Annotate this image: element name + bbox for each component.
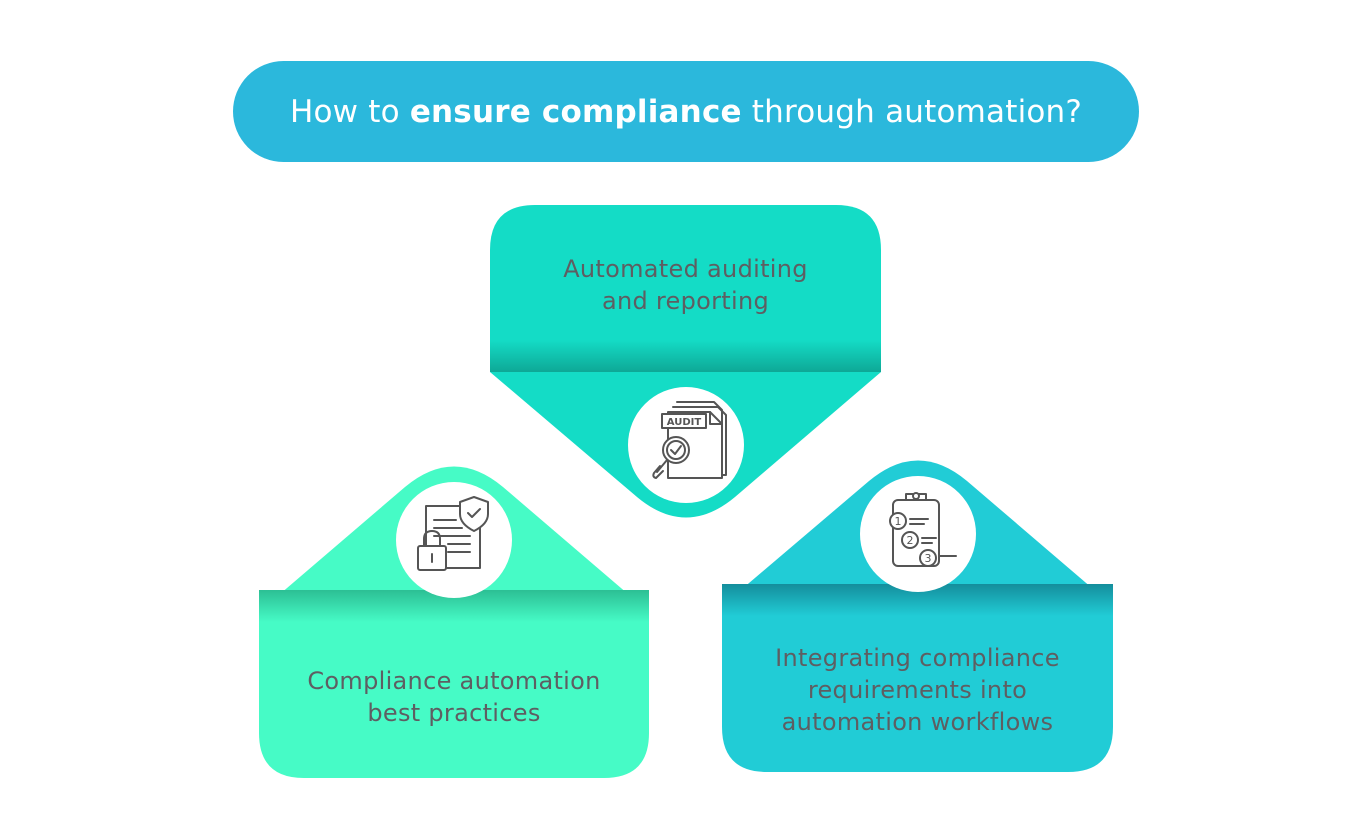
card-top-line-2: and reporting bbox=[601, 287, 770, 315]
card-top-fold bbox=[490, 340, 881, 372]
checklist-number-2: 2 bbox=[907, 534, 914, 547]
card-left-line-1: Compliance automation bbox=[307, 667, 601, 695]
audit-document-icon: AUDIT bbox=[652, 401, 727, 479]
card-left-body bbox=[259, 622, 649, 778]
audit-label: AUDIT bbox=[667, 417, 702, 428]
title-emphasis: ensure compliance bbox=[409, 93, 742, 130]
numbered-checklist-clipboard-icon: 1 2 3 bbox=[889, 492, 957, 567]
card-top-label: Automated auditing and reporting bbox=[490, 250, 881, 320]
checklist-number-1: 1 bbox=[895, 515, 902, 528]
title-suffix: through automation? bbox=[741, 93, 1083, 130]
card-left-label: Compliance automation best practices bbox=[259, 662, 649, 732]
card-right-line-1: Integrating compliance bbox=[775, 644, 1060, 672]
card-top-body bbox=[490, 205, 881, 372]
card-left-line-2: best practices bbox=[367, 699, 541, 727]
title-prefix: How to bbox=[289, 93, 410, 130]
secure-document-lock-icon bbox=[417, 496, 489, 571]
card-right-body bbox=[722, 616, 1113, 772]
checklist-number-3: 3 bbox=[925, 552, 932, 565]
card-right-line-3: automation workflows bbox=[781, 708, 1054, 736]
card-top-line-1: Automated auditing bbox=[563, 255, 808, 283]
title-banner: How to ensure compliance through automat… bbox=[233, 61, 1139, 162]
card-right-label: Integrating compliance requirements into… bbox=[722, 640, 1113, 740]
card-right-line-2: requirements into bbox=[807, 676, 1028, 704]
